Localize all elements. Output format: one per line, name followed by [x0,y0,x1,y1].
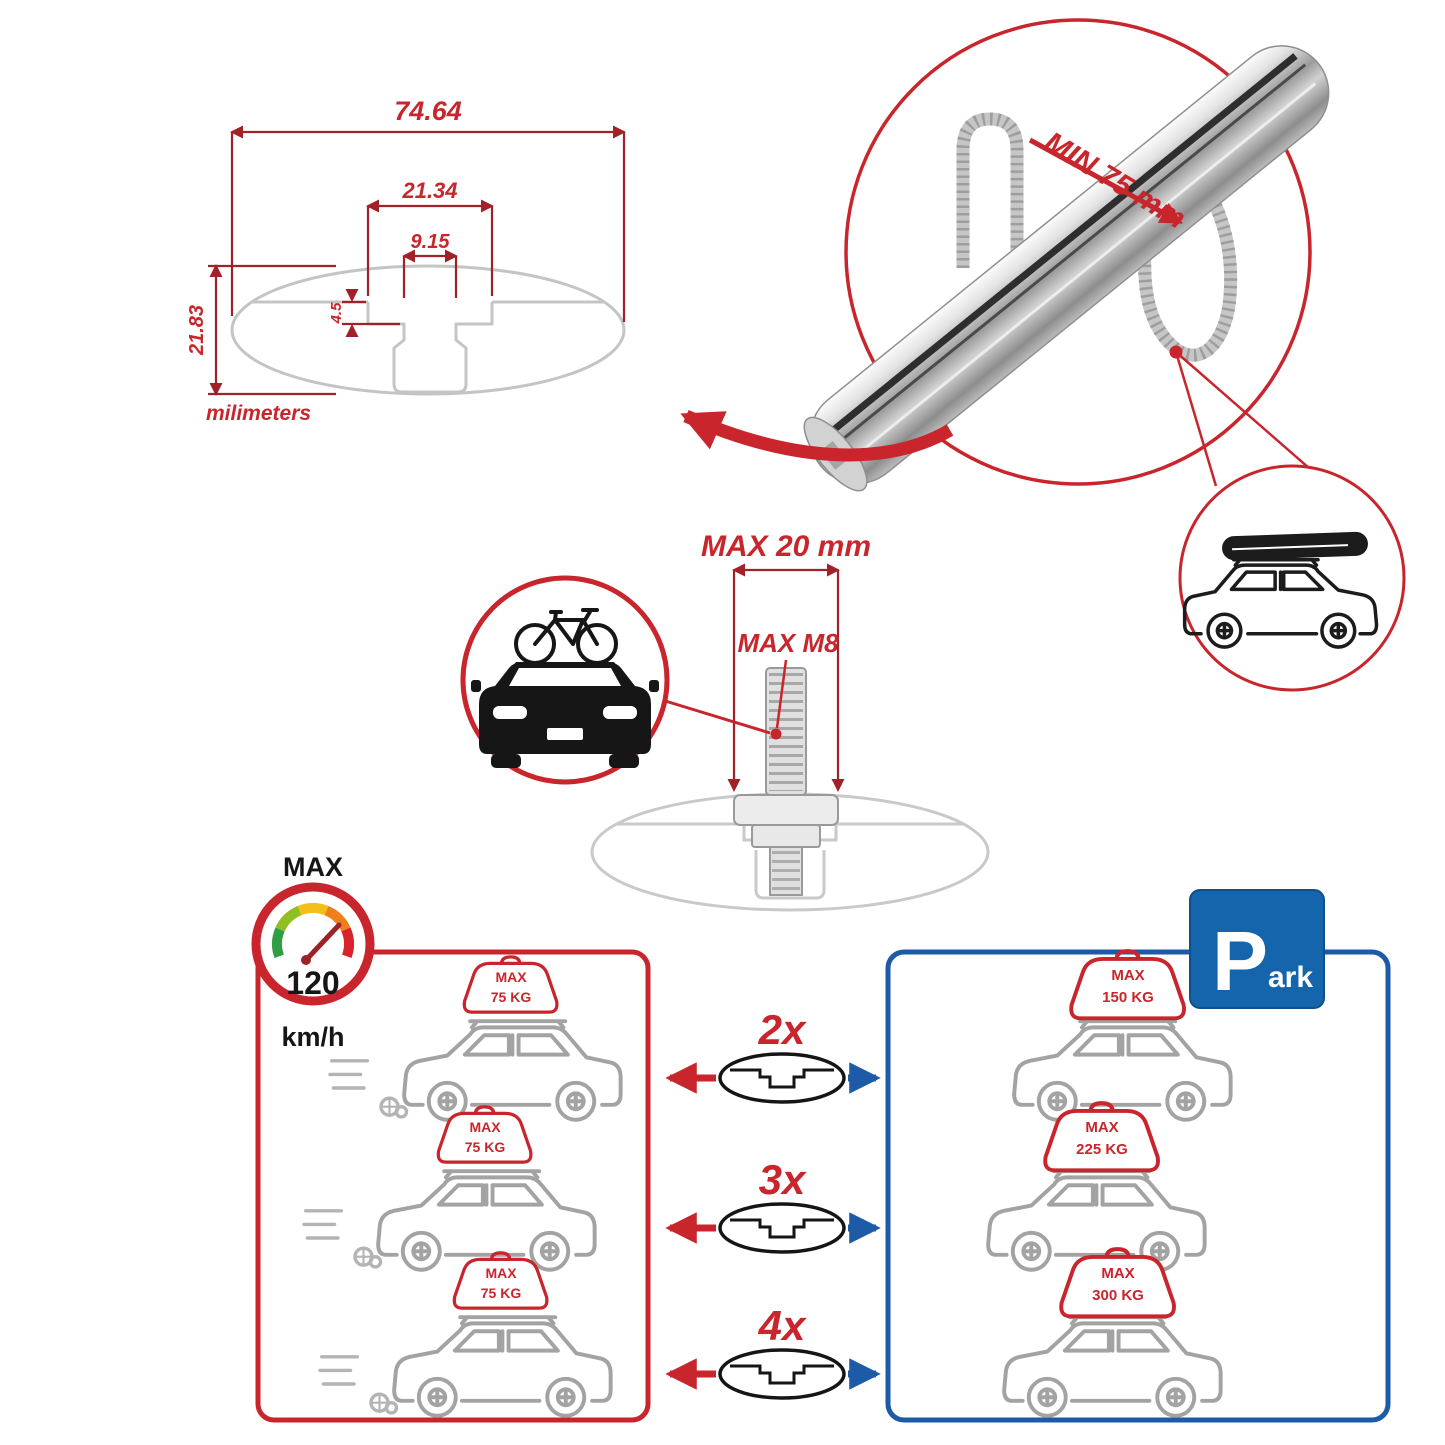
clamp-point-marker [1169,345,1183,359]
driving-load-panel: MAX 75 KG MAX 75 KG MAX 75 KG [255,949,651,1423]
unit-label: milimeters [206,402,311,425]
dim-step-depth-label: 4.5 [328,302,345,325]
bolt-spec-diagram: MAX 20 mm MAX M8 [460,530,990,912]
parking-sign-icon: P ark [1189,889,1325,1009]
bolt-icon [733,667,839,896]
load-label: MAX [1101,1265,1134,1282]
speed-limit-group: MAX 120 km/h [251,852,375,1052]
max-thread-label: MAX M8 [737,628,839,658]
load-value: 75 KG [491,989,532,1005]
dim-extension-lines [402,256,458,298]
parked-load-panel: MAX 150 KG MAX 225 KG MAX 300 KG [885,949,1391,1423]
load-label: MAX [1111,967,1144,984]
driving-panel-border [255,949,651,1423]
dim-extension-lines [342,300,400,326]
load-label: MAX [1085,1119,1118,1136]
park-suffix: ark [1268,961,1313,994]
crossbar-profile-icon [718,1052,846,1104]
dim-extension-lines [208,264,336,396]
load-value: 225 KG [1076,1141,1128,1158]
crossbar-profile-icon [718,1348,846,1400]
crossbar-profile-icon [718,1202,846,1254]
speed-unit-label: km/h [281,1022,344,1052]
load-label: MAX [469,1119,501,1135]
dim-total-height-label: 21.83 [186,305,208,356]
multiplier-label: 2x [758,1006,807,1053]
dim-channel-width-label: 21.34 [401,178,457,203]
load-label: MAX [495,969,527,985]
park-letter: P [1212,914,1268,1008]
pointer-arrow-icon [680,410,954,462]
profile-dimension-diagram: 74.64 21.34 9.15 4.5 21.83 milimeters [186,96,626,425]
crossbar-detail-callout: MIN 75 mm [680,18,1406,692]
min-distance-arrow [1028,137,1183,225]
load-value: 75 KG [465,1139,506,1155]
load-value: 300 KG [1092,1287,1144,1304]
crossbar-render [803,45,1330,492]
speed-max-label: MAX [283,852,343,882]
multiplier-label: 4x [758,1302,807,1349]
thread-leader-line [775,659,788,729]
roof-box-highlight [1232,544,1349,551]
u-bolt-top-icon [956,112,1024,268]
load-value: 150 KG [1102,989,1154,1006]
crossbar-profile-cross-section-icon [230,264,626,396]
load-value: 75 KG [481,1285,522,1301]
dim-extension-lines [230,132,626,322]
speedometer-icon: 120 [251,882,375,1006]
car-bike-callout [460,575,771,785]
speed-value: 120 [286,965,339,1001]
car-front-icon [471,662,659,768]
dim-extension-lines [366,206,494,296]
load-label: MAX [485,1265,517,1281]
suv-roofbox-callout [1178,464,1406,692]
multiplier-label: 3x [759,1156,807,1203]
dim-slot-width-label: 9.15 [411,231,451,253]
dim-total-width-label: 74.64 [394,96,462,126]
max-length-label: MAX 20 mm [701,530,871,563]
thread-point-marker [770,728,782,740]
crossbar-count-column: 2x 3x 4x [665,1006,881,1400]
u-bolt-side-icon [1138,199,1238,362]
callout-line [661,698,771,735]
